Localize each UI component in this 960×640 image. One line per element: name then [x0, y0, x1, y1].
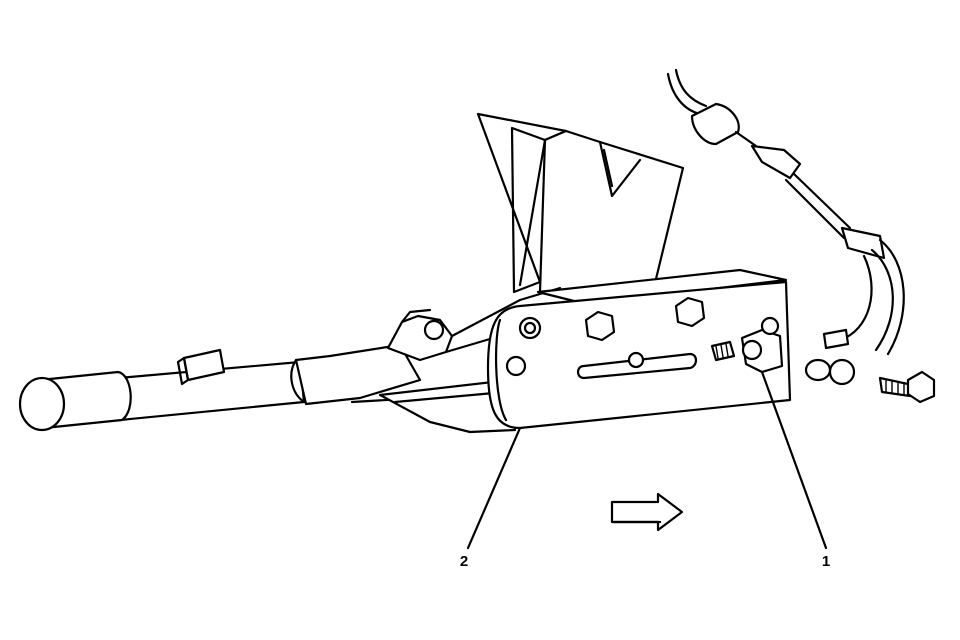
- bolt-shank: [878, 376, 912, 398]
- brake-housing: [486, 268, 792, 430]
- washer: [804, 358, 832, 382]
- bolt-head: [906, 370, 936, 404]
- rivet-lower: [505, 355, 527, 377]
- leader-line-2: [466, 426, 522, 550]
- release-cable-assembly: [666, 68, 936, 404]
- callout-label-2: 2: [460, 553, 468, 570]
- callout-label-1: 1: [822, 553, 830, 570]
- cable-sleeve: [840, 226, 886, 260]
- cable-connector: [750, 144, 802, 180]
- leader-lines: [466, 370, 828, 550]
- upper-mounting-bracket: [476, 112, 685, 294]
- rivet-upper: [518, 316, 542, 340]
- cable-grommet: [690, 102, 740, 146]
- nut: [828, 358, 856, 386]
- leader-line-1: [760, 370, 828, 550]
- cable-end-clip: [822, 328, 850, 350]
- hex-nut-right: [674, 296, 706, 328]
- pedal-lever-arm: [18, 343, 422, 432]
- hex-nut-left: [584, 310, 616, 342]
- right-arrow-icon: [610, 492, 684, 532]
